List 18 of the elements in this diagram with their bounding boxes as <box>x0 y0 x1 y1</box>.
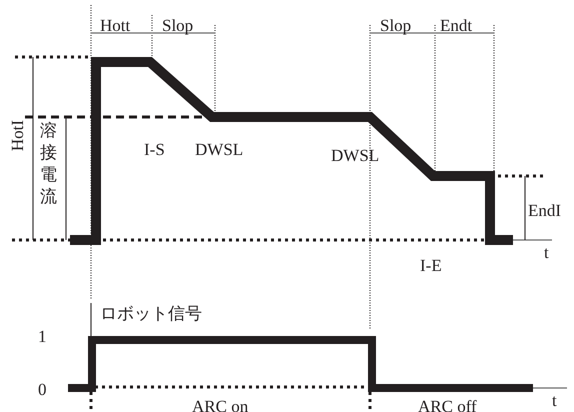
level-label: I-S <box>144 141 165 158</box>
axis-label: 0 <box>38 381 46 398</box>
state-label: ARC off <box>418 398 477 412</box>
level-label: DWSL <box>331 147 380 164</box>
axis-label: 1 <box>38 328 46 345</box>
dimension-label: Slop <box>162 17 194 34</box>
dimension-label: HotI <box>9 120 26 152</box>
level-label: I-E <box>420 257 442 274</box>
dimension-label: 溶接電流 <box>40 120 58 208</box>
axis-label: t <box>552 392 557 409</box>
axis-label: t <box>544 244 549 261</box>
dimension-label: Endt <box>440 17 472 34</box>
signal-label: ロボット信号 <box>100 305 202 322</box>
level-label: DWSL <box>195 141 244 158</box>
dimension-label: Slop <box>380 17 412 34</box>
dimension-label: Hott <box>100 17 130 34</box>
state-label: ARC on <box>192 398 248 412</box>
dimension-label: EndI <box>528 202 562 219</box>
